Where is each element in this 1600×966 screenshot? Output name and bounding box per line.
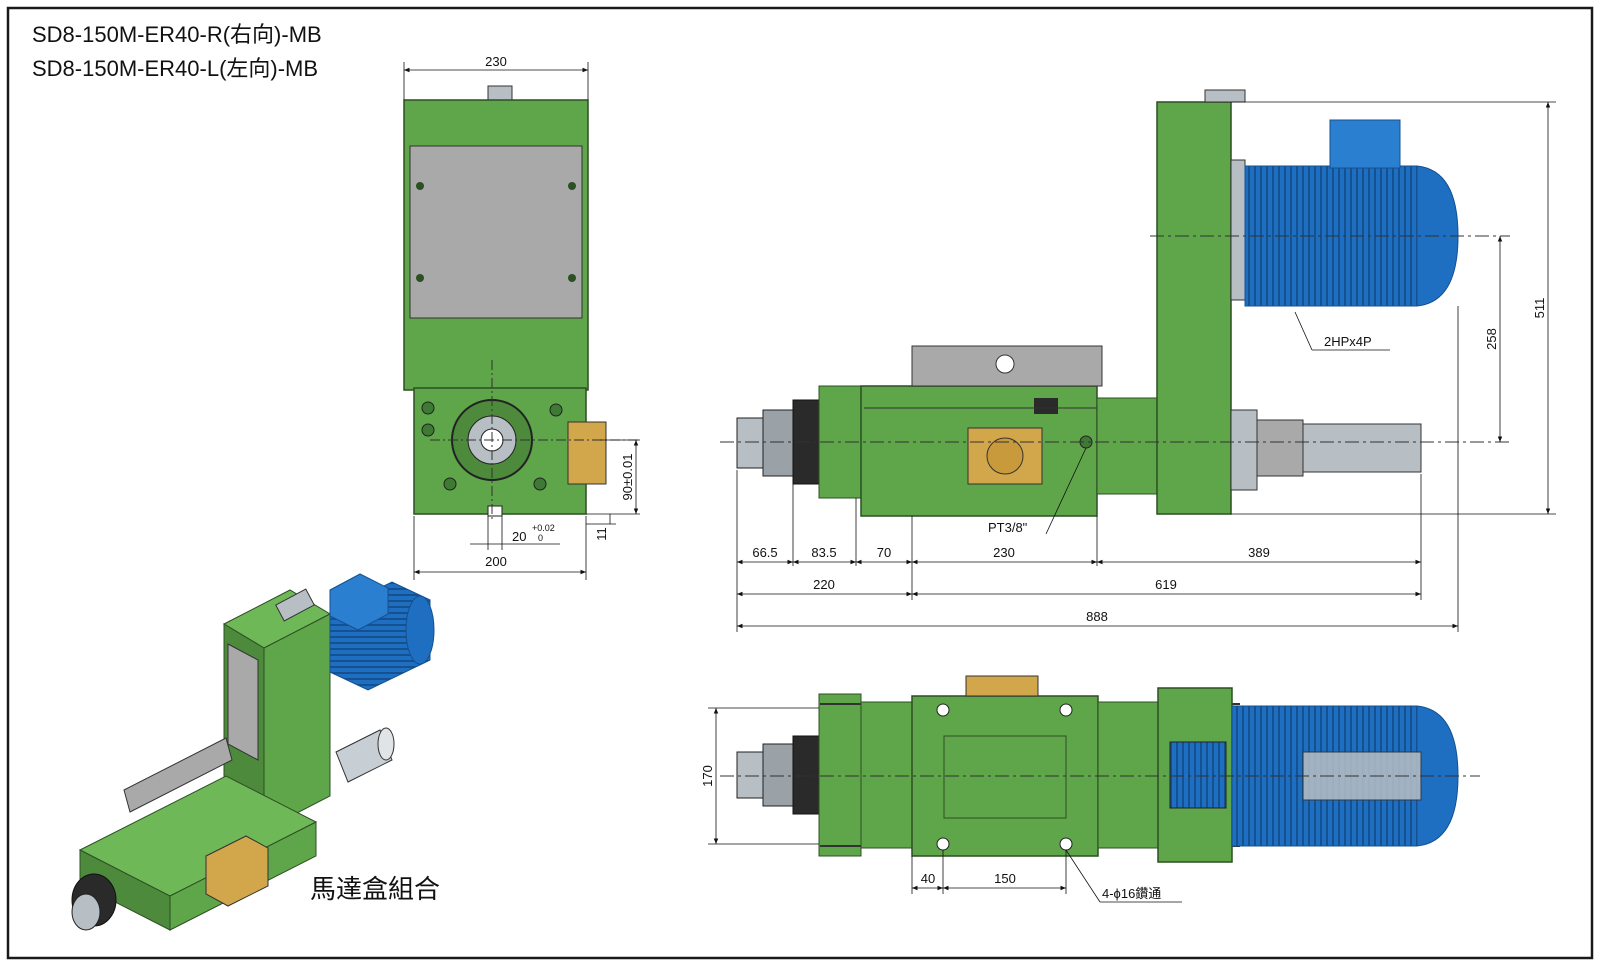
motor-label: 2HPx4P xyxy=(1324,334,1372,349)
hole-label: 4-ϕ16鑽通 xyxy=(1102,886,1161,901)
dim-segment-1: 66.5 xyxy=(752,545,777,560)
dim-base-width: 200 xyxy=(485,554,507,569)
front-dimensions: 230 200 20 +0.02 0 90±0.01 11 xyxy=(403,54,640,580)
top-view xyxy=(720,675,1480,863)
top-dimensions: 170 40 150 4-ϕ16鑽通 xyxy=(700,707,1182,903)
dim-hole-pitch: 150 xyxy=(994,871,1016,886)
side-view xyxy=(720,89,1510,517)
side-dimensions: 2HPx4P PT3/8" 511 258 66.5 83.5 70 230 3… xyxy=(736,101,1556,632)
dim-top-width: 230 xyxy=(485,54,507,69)
dim-slot-tol-zero: 0 xyxy=(538,533,543,543)
isometric-view xyxy=(71,573,435,931)
sheet-border xyxy=(6,6,1594,960)
dim-segment-3: 70 xyxy=(877,545,891,560)
dim-segment-4: 230 xyxy=(993,545,1015,560)
front-view xyxy=(403,85,640,520)
caption-motor-box: 馬達盒組合 xyxy=(310,874,440,904)
dim-center-height: 90±0.01 xyxy=(620,454,635,501)
dim-total-2: 619 xyxy=(1155,577,1177,592)
dim-motor-center: 258 xyxy=(1484,328,1499,350)
model-title-left: SD8-150M-ER40-L(左向)-MB xyxy=(32,56,318,81)
dim-segment-5: 389 xyxy=(1248,545,1270,560)
dim-slot-tol-plus: +0.02 xyxy=(532,523,555,533)
dim-slot-width: 20 xyxy=(512,529,526,544)
dim-total-1: 220 xyxy=(813,577,835,592)
port-label: PT3/8" xyxy=(988,520,1028,535)
dim-hole-offset: 40 xyxy=(921,871,935,886)
dim-overall: 888 xyxy=(1086,609,1108,624)
dim-top-width-170: 170 xyxy=(700,765,715,787)
model-title-right: SD8-150M-ER40-R(右向)-MB xyxy=(32,22,322,47)
dim-segment-2: 83.5 xyxy=(811,545,836,560)
dim-base-thickness: 11 xyxy=(594,527,609,541)
dim-total-height: 511 xyxy=(1532,298,1547,319)
